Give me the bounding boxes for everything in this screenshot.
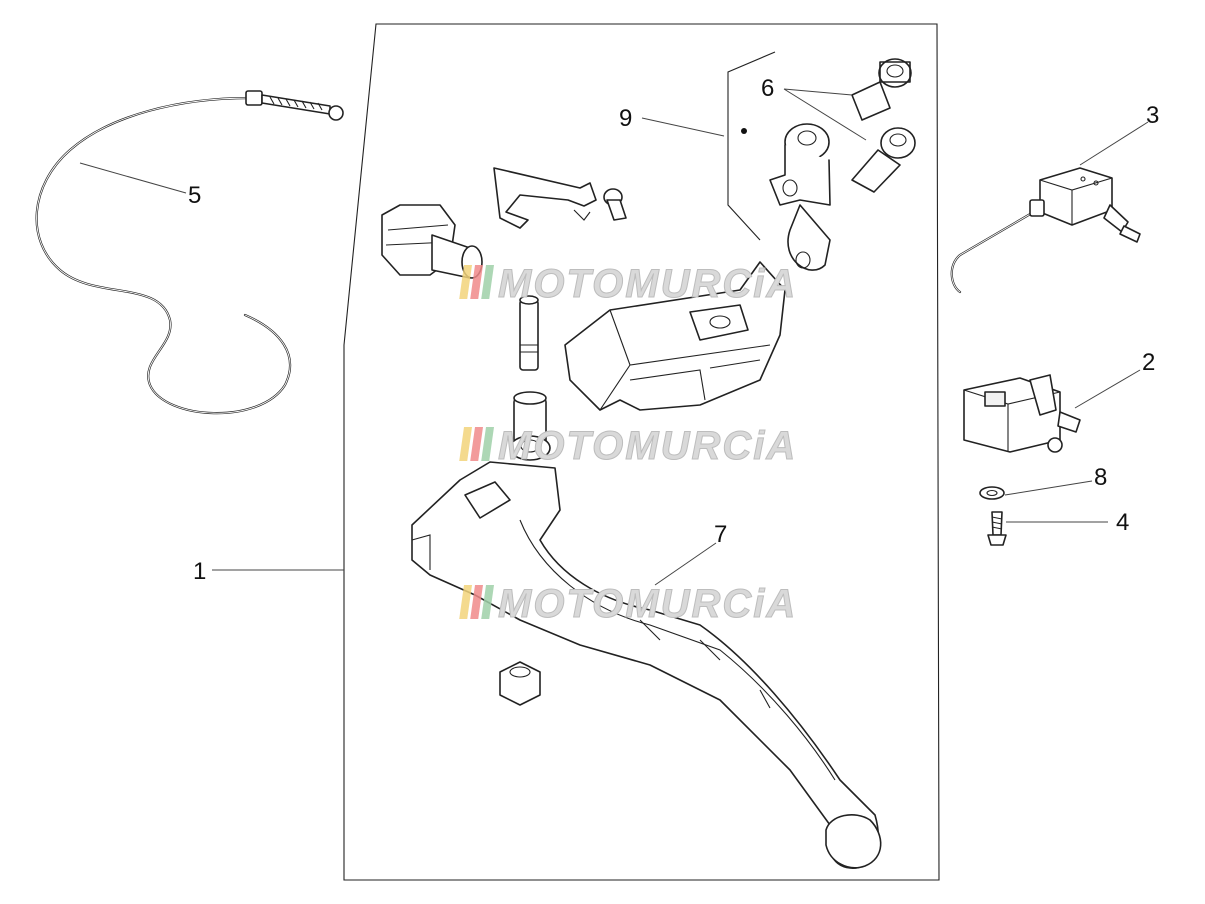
clamp-part: [741, 123, 831, 271]
watermark-stripe-green: [481, 585, 494, 619]
watermark-stripe-yellow: [459, 265, 472, 299]
watermark-logo: MOTOMURCiA: [459, 262, 797, 307]
bracket-part: [963, 374, 1081, 453]
watermark-text: MOTOMURCiA: [498, 262, 797, 306]
watermark-logo: MOTOMURCiA: [459, 582, 797, 627]
callout-6: 6: [761, 75, 774, 102]
watermark-stripe-green: [481, 265, 494, 299]
bolt-part-top: [851, 58, 912, 121]
lever-housing-part: [564, 261, 786, 411]
callout-9: 9: [619, 105, 632, 132]
callout-8: 8: [1094, 464, 1107, 491]
callout-4: 4: [1116, 509, 1129, 536]
callout-1: 1: [193, 558, 206, 585]
watermark-text: MOTOMURCiA: [498, 582, 797, 626]
subassembly-outline: [727, 51, 776, 241]
pivot-pin-part: [519, 295, 539, 371]
clutch-cable-part: [35, 90, 344, 415]
screw-part: [987, 511, 1007, 546]
bolt-part-bottom: [851, 127, 916, 193]
washer-part: [979, 486, 1005, 500]
clutch-lever-part: [411, 391, 882, 869]
callout-2: 2: [1142, 349, 1155, 376]
assembly-outline: [343, 23, 940, 881]
watermark-stripe-red: [470, 427, 483, 461]
small-pin-part: [603, 188, 627, 221]
watermark-text: MOTOMURCiA: [498, 424, 797, 468]
watermark-stripe-yellow: [459, 585, 472, 619]
switch-part: [950, 167, 1141, 294]
watermark-stripe-green: [481, 427, 494, 461]
callout-5: 5: [188, 182, 201, 209]
watermark-stripe-yellow: [459, 427, 472, 461]
callout-3: 3: [1146, 102, 1159, 129]
leader-lines: [79, 88, 1149, 586]
watermark-stripe-red: [470, 265, 483, 299]
adjuster-knob-part: [381, 204, 483, 279]
nut-part: [499, 661, 541, 706]
watermark-logo: MOTOMURCiA: [459, 424, 797, 469]
callout-7: 7: [714, 521, 727, 548]
watermark-stripe-red: [470, 585, 483, 619]
spring-clip-part: [493, 167, 597, 229]
